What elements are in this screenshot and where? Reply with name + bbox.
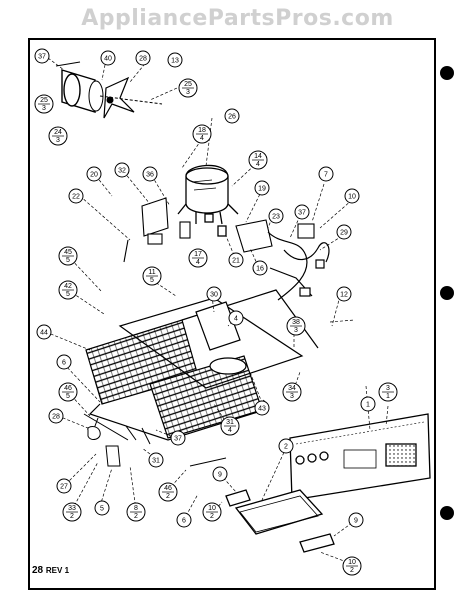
page-number: 28: [32, 565, 44, 576]
callout-30: 30: [210, 292, 218, 299]
callout-27: 27: [60, 484, 68, 491]
callout-13: 13: [171, 58, 179, 65]
callout-23: 23: [272, 214, 280, 221]
callout-37c: 37: [174, 436, 182, 443]
callout-31: 31: [152, 458, 160, 465]
callout-3-1-num: 3: [386, 385, 390, 392]
callout-circles: [34, 48, 376, 528]
callout-9b: 9: [354, 518, 358, 525]
callout-42-5-den: 5: [66, 291, 70, 298]
callout-18-4-den: 4: [200, 135, 204, 142]
callout-10-2b-den: 2: [350, 567, 354, 574]
callout-3-1-den: 1: [386, 393, 390, 400]
callout-10-2b-num: 10: [348, 559, 356, 566]
callout-6b: 6: [182, 518, 186, 525]
fraction-bars: [38, 87, 394, 567]
callout-38-3-num: 38: [292, 319, 300, 326]
callout-25-3b-den: 3: [186, 89, 190, 96]
callout-31-4-num: 31: [226, 419, 234, 426]
callout-44: 44: [40, 330, 48, 337]
callout-2: 2: [284, 444, 288, 451]
callout-28b: 28: [52, 414, 60, 421]
callout-16: 16: [256, 266, 264, 273]
binder-hole-middle: [440, 286, 454, 300]
callout-40: 40: [104, 56, 112, 63]
callout-33-2-den: 2: [70, 513, 74, 520]
callout-25-3-num: 25: [40, 97, 48, 104]
callout-46-5-num: 46: [64, 385, 72, 392]
callout-22: 22: [72, 194, 80, 201]
callout-21: 21: [232, 258, 240, 265]
compressor: [177, 164, 239, 237]
callout-46-2-num: 46: [164, 485, 172, 492]
callout-9a: 9: [218, 472, 222, 479]
callout-33-2-num: 33: [68, 505, 76, 512]
callout-46-2-den: 2: [166, 493, 170, 500]
callout-14-4-den: 4: [256, 161, 260, 168]
callout-10-2-num: 10: [208, 505, 216, 512]
drain-tray: [225, 489, 335, 553]
callout-46-5-den: 5: [66, 393, 70, 400]
watermark: AppliancePartsPros.com: [81, 6, 394, 31]
callout-8-2-num: 8: [134, 505, 138, 512]
callout-31-4-den: 4: [228, 427, 232, 434]
control-panel: [289, 413, 431, 501]
wiring-harness: [267, 231, 330, 301]
binder-hole-bottom: [440, 506, 454, 520]
callout-43: 43: [258, 406, 266, 413]
callout-29: 29: [340, 230, 348, 237]
callout-32: 32: [118, 168, 126, 175]
callout-37: 37: [38, 54, 46, 61]
callout-34-3-num: 34: [288, 385, 296, 392]
callout-36: 36: [146, 172, 154, 179]
callout-17-4-den: 4: [196, 259, 200, 266]
callout-8-2-den: 2: [134, 513, 138, 520]
callout-11-5-num: 11: [148, 269, 155, 276]
fan-motor-assembly: [55, 61, 163, 119]
callout-38-3-den: 3: [294, 327, 298, 334]
callout-24-3-den: 3: [56, 137, 60, 144]
callout-37b: 37: [298, 210, 306, 217]
callout-19: 19: [258, 186, 266, 193]
callout-10: 10: [348, 194, 356, 201]
relay-brackets: [123, 197, 315, 263]
callout-12: 12: [340, 292, 348, 299]
tubing: [83, 413, 227, 467]
page-footer: 28 REV 1: [32, 565, 69, 576]
callout-10-2-den: 2: [210, 513, 214, 520]
callout-4: 4: [234, 316, 238, 323]
callout-26: 26: [228, 114, 236, 121]
callout-25-3-den: 3: [42, 105, 46, 112]
revision-label: REV 1: [45, 566, 70, 575]
callout-42-5-num: 42: [64, 283, 72, 290]
callout-5: 5: [100, 506, 104, 513]
callout-45-5-den: 5: [66, 257, 70, 264]
binder-hole-top: [440, 66, 454, 80]
callout-7: 7: [324, 172, 328, 179]
diagram-frame: [28, 38, 436, 590]
callout-45-5-num: 45: [64, 249, 72, 256]
fraction-text: 25 3 24 3 25 3 18 4 14 4 17 4 45 5 11 5 …: [40, 81, 390, 574]
callout-20: 20: [90, 172, 98, 179]
callout-6: 6: [62, 360, 66, 367]
callout-1: 1: [366, 402, 370, 409]
callout-17-4-num: 17: [194, 251, 202, 258]
callout-34-3-den: 3: [290, 393, 294, 400]
callout-25-3b-num: 25: [184, 81, 192, 88]
callout-14-4-num: 14: [254, 153, 262, 160]
callout-18-4-num: 18: [198, 127, 206, 134]
callout-28: 28: [139, 56, 147, 63]
callout-11-5-den: 5: [150, 277, 154, 284]
callout-24-3-num: 24: [54, 129, 62, 136]
